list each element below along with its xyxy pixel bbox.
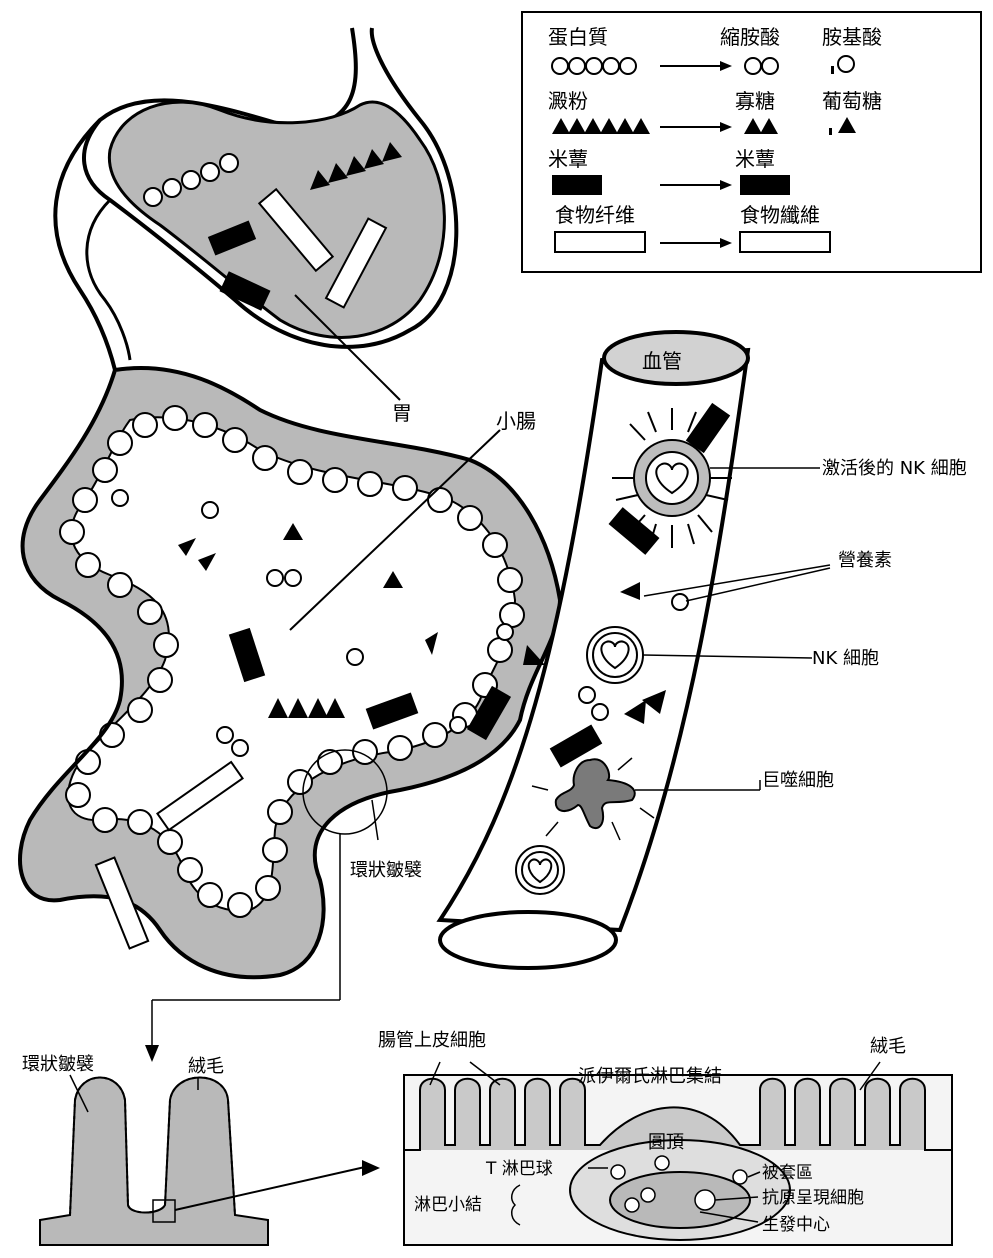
legend-oligosaccharide-label: 寡糖 — [735, 89, 775, 113]
stomach — [84, 28, 456, 400]
nk-cell-label: NK 細胞 — [812, 648, 879, 669]
detail-villi-left-label: 絨毛 — [188, 1056, 224, 1077]
legend-fiber-label: 食物纤维 — [555, 203, 635, 227]
nutrients-label: 營養素 — [838, 550, 892, 571]
legend-starch-label: 澱粉 — [548, 89, 588, 113]
legend-box: 蛋白質 縮胺酸 胺基酸 澱粉 寡糖 葡萄糖 — [522, 12, 981, 272]
legend-glucose-label: 葡萄糖 — [822, 89, 882, 113]
mizuna-block-icon — [740, 175, 790, 195]
circular-fold-label: 環狀皺襞 — [350, 860, 422, 881]
villi-right-label: 絨毛 — [870, 1036, 906, 1057]
legend-dipeptide-label: 縮胺酸 — [720, 25, 780, 49]
lymph-nodule-label: 淋巴小結 — [414, 1195, 482, 1215]
mantle-zone-label: 被套區 — [762, 1163, 813, 1183]
small-intestine-label: 小腸 — [496, 409, 536, 433]
macrophage-label: 巨噬細胞 — [762, 770, 834, 791]
blood-vessel-label: 血管 — [642, 349, 682, 373]
nk-cell-lower — [516, 846, 564, 894]
legend-fiber-after-label: 食物纖維 — [740, 203, 820, 227]
villi-detail — [40, 1075, 380, 1245]
stomach-label: 胃 — [392, 401, 412, 425]
detail-circular-fold-label: 環狀皺襞 — [22, 1054, 94, 1075]
fiber-block-icon — [740, 232, 830, 252]
legend-mizuna-label: 米蕈 — [548, 147, 588, 171]
fiber-block-icon — [555, 232, 645, 252]
legend-protein-label: 蛋白質 — [548, 25, 608, 49]
activated-nk-label: 激活後的 NK 細胞 — [822, 458, 967, 479]
peyers-patch-label: 派伊爾氏淋巴集結 — [578, 1066, 722, 1087]
germinal-center-label: 生發中心 — [762, 1215, 830, 1235]
epithelial-cells-label: 腸管上皮細胞 — [378, 1030, 486, 1051]
peyers-patch-detail — [404, 1062, 952, 1245]
t-lymphocyte-label: T 淋巴球 — [485, 1159, 553, 1179]
mizuna-block-icon — [552, 175, 602, 195]
dome-label: 圓頂 — [648, 1132, 684, 1153]
legend-mizuna-after-label: 米蕈 — [735, 147, 775, 171]
legend-amino-acid-label: 胺基酸 — [822, 25, 882, 49]
nk-cell — [587, 627, 643, 683]
antigen-presenting-label: 抗原呈現細胞 — [762, 1188, 864, 1208]
